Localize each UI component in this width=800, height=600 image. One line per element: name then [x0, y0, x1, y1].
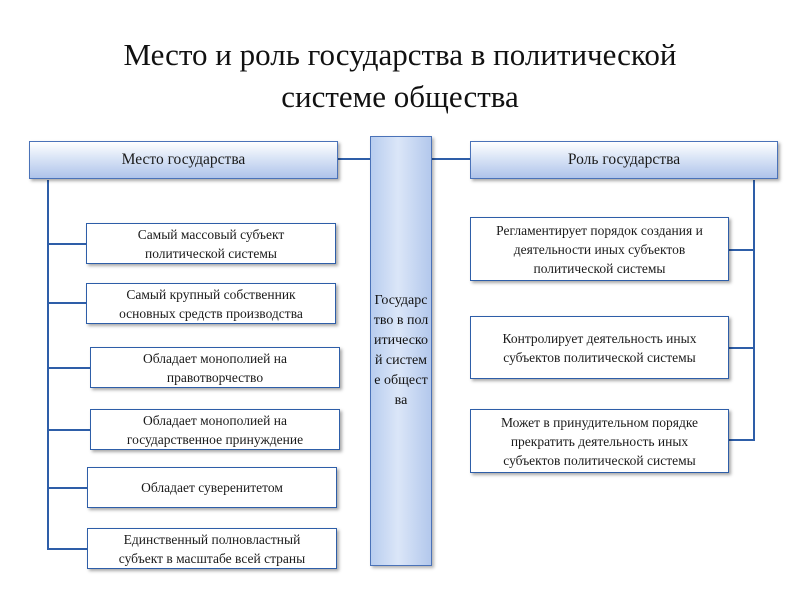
title-line-1: Место и роль государства в политической [123, 37, 677, 72]
right-spine-line [753, 180, 755, 441]
right-header: Роль государства [470, 141, 778, 179]
left-connector-2 [47, 302, 86, 304]
left-header-to-center-line [338, 158, 370, 160]
center-column: Государство в политической системе общес… [370, 136, 432, 566]
left-connector-6 [47, 548, 87, 550]
left-header: Место государства [29, 141, 338, 179]
right-header-label: Роль государства [567, 151, 681, 168]
title-line-2: системе общества [281, 79, 519, 114]
left-connector-4 [47, 429, 90, 431]
left-item-5: Обладает суверенитетом [87, 467, 337, 508]
right-connector-2 [729, 347, 755, 349]
left-header-label: Место государства [121, 151, 246, 168]
right-connector-3 [729, 439, 755, 441]
left-spine-line [47, 180, 49, 549]
left-connector-5 [47, 487, 87, 489]
left-connector-3 [47, 367, 90, 369]
left-connector-1 [47, 243, 86, 245]
page-title: Место и роль государства в политической … [0, 34, 800, 118]
right-connector-1 [729, 249, 755, 251]
center-column-label: Государство в политической системе общес… [373, 293, 429, 408]
center-to-right-header-line [432, 158, 470, 160]
